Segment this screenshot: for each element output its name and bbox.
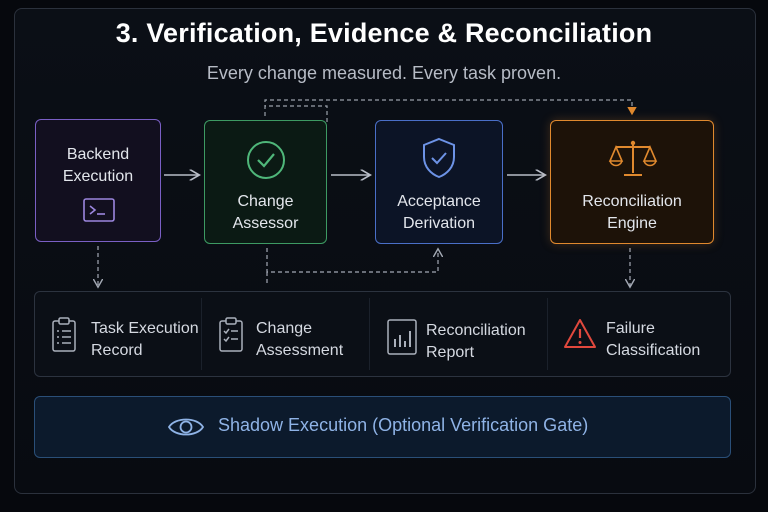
evidence-label-line2: Record — [91, 342, 143, 359]
node-label-line1: Backend — [66, 146, 130, 163]
node-label-line1: Change — [237, 193, 294, 210]
evidence-item-task-execution-record: Task Execution Record — [51, 292, 201, 376]
node-reconciliation-engine: Reconciliation Engine — [550, 120, 714, 244]
dashed-loop-top — [264, 99, 637, 116]
shadow-execution-label: Shadow Execution (Optional Verification … — [218, 415, 589, 435]
warning-triangle-icon — [563, 318, 597, 357]
evidence-panel: Task Execution Record Change Assessment — [34, 291, 731, 377]
dashed-loop-bottom — [266, 248, 438, 273]
dashed-loop-top-left — [265, 105, 328, 122]
clipboard-check-icon — [218, 316, 244, 361]
shield-check-icon — [420, 137, 458, 186]
shadow-execution-bar: Shadow Execution (Optional Verification … — [34, 396, 731, 458]
node-acceptance-derivation: Acceptance Derivation — [375, 120, 503, 244]
evidence-divider — [547, 298, 548, 370]
evidence-label-line1: Task Execution — [91, 320, 199, 337]
evidence-label-line2: Assessment — [256, 342, 344, 359]
bar-chart-report-icon — [387, 319, 417, 362]
evidence-divider — [369, 298, 370, 370]
node-label-line2: Derivation — [402, 215, 476, 232]
clipboard-list-icon — [51, 316, 77, 361]
evidence-label-line2: Report — [426, 344, 475, 361]
evidence-label-line1: Failure — [606, 320, 655, 337]
diagram-title: 3. Verification, Evidence & Reconciliati… — [115, 18, 653, 48]
evidence-label-line2: Classification — [606, 342, 701, 359]
node-label-line2: Engine — [607, 215, 657, 232]
diagram-subtitle: Every change measured. Every task proven… — [206, 63, 562, 83]
node-label-line2: Execution — [62, 168, 134, 185]
evidence-item-reconciliation-report: Reconciliation Report — [387, 292, 547, 376]
eye-icon — [167, 414, 205, 445]
evidence-label-line1: Change — [256, 320, 313, 337]
terminal-icon — [83, 198, 115, 229]
node-label-line1: Acceptance — [397, 193, 481, 210]
node-label-line2: Assessor — [232, 215, 299, 232]
evidence-label-line1: Reconciliation — [426, 322, 526, 339]
scales-icon — [608, 137, 658, 186]
evidence-item-failure-classification: Failure Classification — [563, 292, 723, 376]
node-label-line1: Reconciliation — [582, 193, 682, 210]
node-change-assessor: Change Assessor — [204, 120, 327, 244]
evidence-divider — [201, 298, 202, 370]
evidence-item-change-assessment: Change Assessment — [218, 292, 368, 376]
check-circle-icon — [245, 139, 287, 188]
node-backend-execution: Backend Execution — [35, 119, 161, 242]
